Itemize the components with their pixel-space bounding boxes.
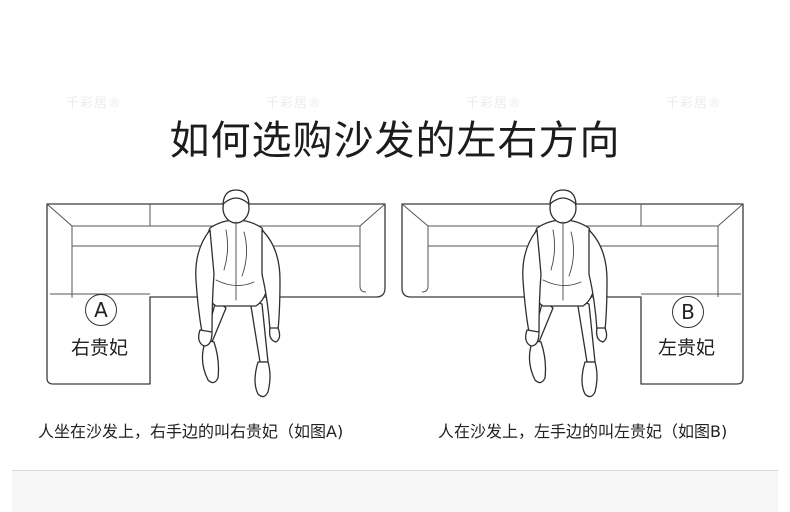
footer-band: [12, 471, 778, 512]
chaise-label-b: 左贵妃: [658, 337, 716, 359]
watermark: 千彩居®: [266, 96, 323, 111]
badge-b: B: [672, 296, 704, 328]
sofa-b-left-arm: [421, 226, 429, 293]
caption-b: 人在沙发上，左手边的叫左贵妃（如图B): [438, 422, 728, 441]
divider: [12, 470, 778, 471]
page-title: 如何选购沙发的左右方向: [169, 118, 621, 164]
caption-a: 人坐在沙发上，右手边的叫右贵妃（如图A): [38, 422, 344, 441]
watermark: 千彩居®: [66, 96, 123, 111]
watermark: 千彩居®: [666, 96, 723, 111]
badge-a: A: [85, 294, 117, 326]
sofa-a-right-arm: [359, 226, 367, 293]
chaise-label-a: 右贵妃: [71, 337, 129, 359]
watermark: 千彩居®: [466, 96, 523, 111]
